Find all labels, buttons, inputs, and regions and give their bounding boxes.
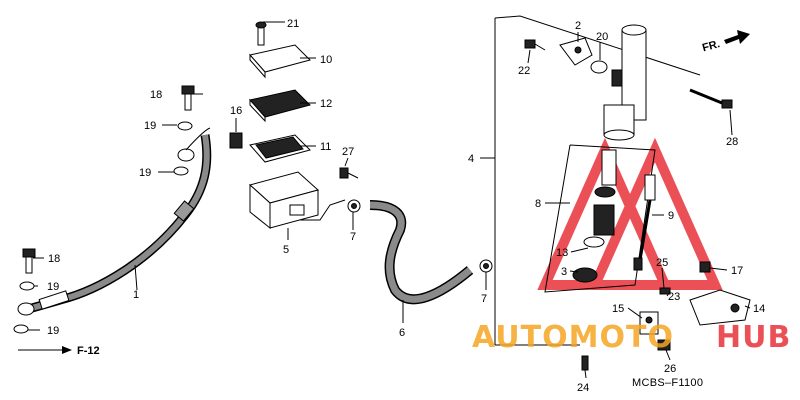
brake-hose [17, 127, 212, 316]
piston-kit [572, 149, 617, 283]
watermark-text-automoto: AUTOMOTO [472, 320, 674, 355]
bolt [699, 261, 711, 273]
sealing-washer [13, 324, 29, 334]
callout-6: 6 [399, 327, 405, 339]
spring-pin [581, 355, 589, 371]
callout-11: 11 [320, 141, 331, 153]
callout-9: 9 [668, 210, 674, 222]
callout-25: 25 [656, 257, 668, 269]
sealing-washer [19, 281, 35, 291]
callout-19c: 19 [47, 281, 59, 293]
watermark-triangle-right [587, 137, 723, 290]
banjo-bolt-upper [181, 85, 195, 111]
f12-reference: F-12 [18, 345, 100, 357]
callout-28: 28 [726, 136, 738, 148]
watermark-logo [537, 137, 723, 290]
callout-18b: 18 [48, 253, 60, 265]
diagram-code: MCBS–F1100 [632, 377, 703, 389]
callout-10: 10 [320, 54, 332, 66]
hose-joint [559, 37, 593, 66]
f12-label: F-12 [77, 345, 100, 357]
watermark-text: AUTOMOTO HUB [472, 320, 791, 355]
leader-lines [28, 21, 751, 379]
sealing-washer [177, 121, 193, 131]
watermark-text-hub: HUB [716, 320, 791, 355]
callout-8: 8 [535, 198, 541, 210]
callout-23: 23 [668, 291, 680, 303]
callout-7a: 7 [350, 231, 356, 243]
reservoir-hose [369, 200, 474, 305]
hose-clip [479, 259, 493, 273]
reservoir-assembly [229, 21, 359, 230]
callout-1: 1 [133, 289, 139, 301]
banjo-bolt-lower [22, 248, 36, 274]
fr-label: FR. [701, 38, 721, 54]
callout-4: 4 [468, 153, 474, 165]
sealing-washer [173, 166, 189, 176]
callout-24: 24 [577, 382, 589, 394]
master-cylinder-body [603, 24, 647, 141]
callout-19d: 19 [47, 325, 59, 337]
callout-7b: 7 [481, 293, 487, 305]
callout-14: 14 [753, 303, 765, 315]
callout-5: 5 [283, 244, 289, 256]
callout-3: 3 [561, 266, 567, 278]
bolt-28 [689, 88, 733, 109]
push-rod [633, 174, 656, 271]
callout-12: 12 [320, 98, 332, 110]
nut [659, 287, 671, 295]
piston-kit-frame [544, 144, 656, 293]
o-ring [590, 60, 608, 74]
cotter-pin [657, 339, 671, 351]
front-indicator: FR. [701, 30, 750, 54]
callout-22: 22 [518, 65, 530, 77]
callout-2: 2 [575, 20, 581, 32]
front-arrow-icon [724, 30, 750, 44]
callout-19b: 19 [139, 167, 151, 179]
callout-15: 15 [612, 303, 624, 315]
callout-26: 26 [664, 363, 676, 375]
clevis [639, 311, 659, 335]
callout-16: 16 [230, 105, 242, 117]
callout-18a: 18 [150, 89, 162, 101]
callout-27: 27 [342, 146, 354, 158]
callout-21: 21 [287, 18, 299, 30]
callout-13: 13 [556, 247, 568, 259]
joint-screw [524, 39, 546, 51]
callout-19a: 19 [144, 120, 156, 132]
hose-clip [347, 199, 361, 213]
pedal-link [689, 289, 751, 326]
callout-20: 20 [596, 31, 608, 43]
callout-labels: 21 10 12 16 11 27 5 7 18 19 19 18 19 19 … [47, 18, 765, 394]
callout-17: 17 [731, 265, 743, 277]
